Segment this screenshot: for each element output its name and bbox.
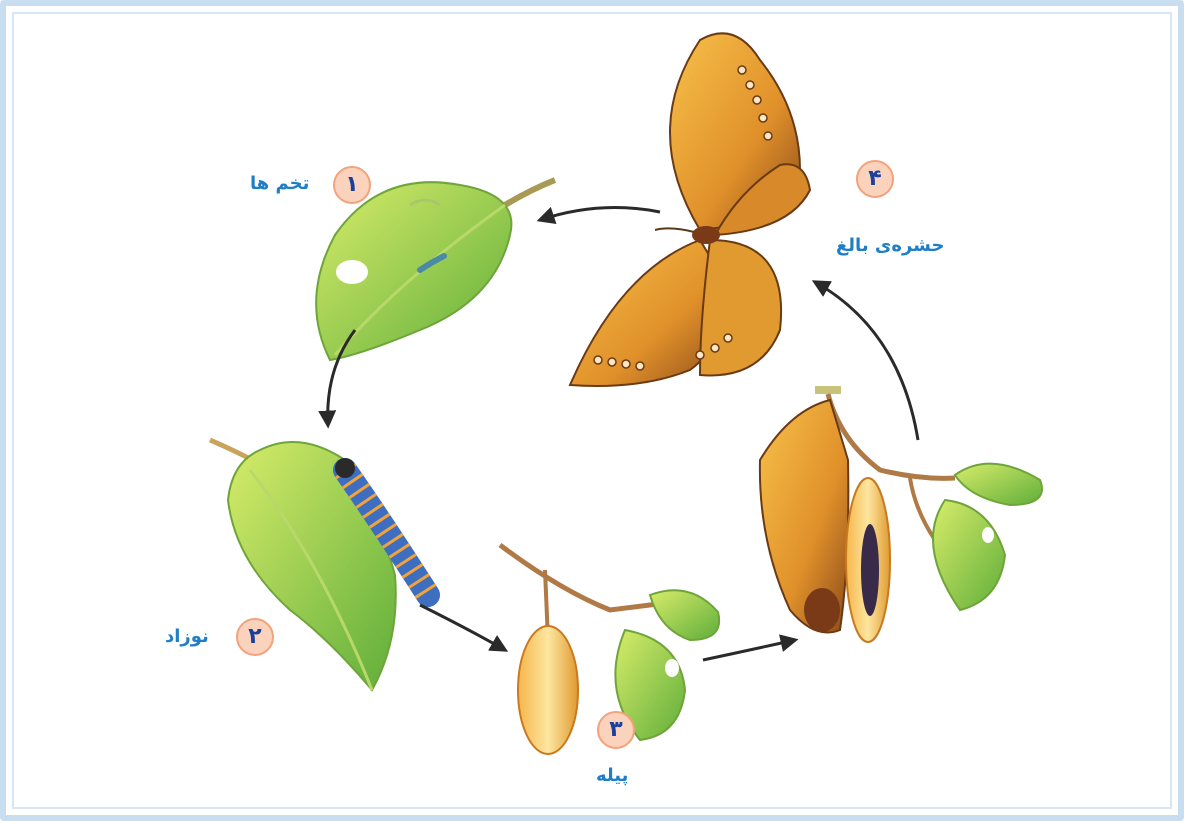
stage-1-badge: ۱ bbox=[333, 166, 371, 204]
stage-1-label: تخم ها bbox=[250, 173, 309, 194]
adult-butterfly-image bbox=[570, 33, 810, 386]
stage-4-label: حشره‌ی بالغ bbox=[836, 235, 944, 256]
stage-2-badge: ۲ bbox=[236, 618, 274, 656]
stage-4-badge: ۴ bbox=[856, 160, 894, 198]
butterfly-emerging-image bbox=[760, 386, 1042, 642]
arrow-pupa-to-emergence bbox=[703, 640, 795, 660]
stage-3-label: پیله bbox=[596, 765, 628, 786]
stage-2-label: نوزاد bbox=[165, 626, 209, 647]
caterpillar-on-leaf-image bbox=[210, 440, 428, 690]
arrow-larva-to-pupa bbox=[420, 605, 505, 650]
arrow-adult-to-eggs bbox=[540, 208, 660, 221]
stage-3-badge: ۳ bbox=[597, 711, 635, 749]
